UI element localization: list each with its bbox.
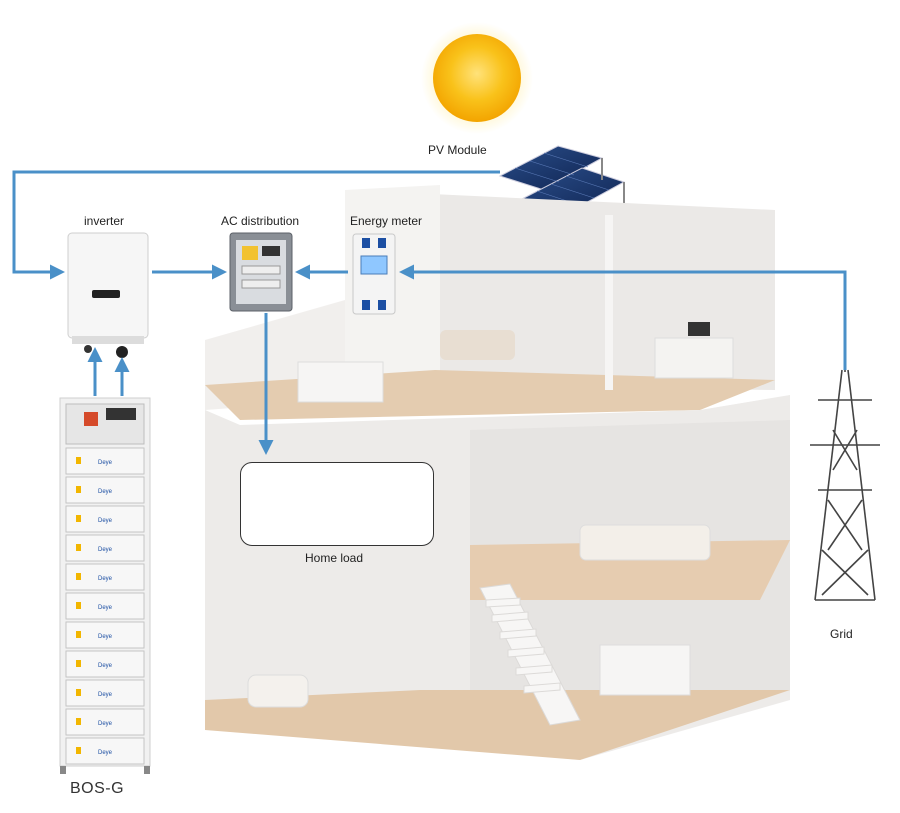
battery-module-indicator [76, 515, 81, 522]
energy-meter-label: Energy meter [350, 214, 423, 228]
battery-module-indicator [76, 457, 81, 464]
battery-brand-text: Deye [98, 576, 113, 582]
battery-brand-text: Deye [98, 721, 113, 727]
armchair-icon [247, 674, 309, 708]
energy-meter-device [352, 233, 396, 315]
battery-module-indicator [76, 544, 81, 551]
sofa-upper [440, 330, 515, 360]
inverter-label: inverter [84, 214, 125, 228]
battery-module-indicator [76, 602, 81, 609]
house-cutaway [205, 185, 790, 760]
home-load-label: Home load [305, 551, 364, 565]
battery-brand-text: Deye [98, 489, 113, 495]
battery-module-indicator [76, 689, 81, 696]
battery-module-indicator [76, 573, 81, 580]
battery-brand-text: Deye [98, 518, 113, 524]
battery-module-indicator [76, 486, 81, 493]
energy-flow-lines [12, 170, 847, 455]
ac-distribution-box [229, 232, 293, 312]
flow-pv-to-inverter [12, 170, 500, 280]
flow-grid-to-meter [399, 264, 847, 370]
battery-rack: DeyeDeyeDeyeDeyeDeyeDeyeDeyeDeyeDeyeDeye… [59, 397, 151, 774]
ac-distribution-label: AC distribution [221, 214, 300, 228]
battery-module-indicator [76, 631, 81, 638]
home-load-frame [240, 462, 434, 546]
grid-label: Grid [830, 627, 853, 641]
grid-transmission-tower [810, 350, 880, 601]
battery-brand-text: Deye [98, 634, 113, 640]
bed-icon [579, 524, 711, 561]
desk-icon [599, 644, 691, 696]
sun-icon [421, 22, 533, 134]
tv-cabinet [654, 337, 734, 379]
battery-brand-text: Deye [98, 750, 113, 756]
battery-brand-text: Deye [98, 547, 113, 553]
battery-brand-text: Deye [98, 605, 113, 611]
battery-module [65, 505, 145, 533]
inverter-device [67, 232, 149, 358]
battery-brand-text: Deye [98, 663, 113, 669]
battery-module-indicator [76, 747, 81, 754]
battery-module-indicator [76, 660, 81, 667]
battery-module-indicator [76, 718, 81, 725]
battery-label: BOS-G [70, 780, 125, 797]
tv-icon [688, 322, 710, 336]
kitchen-counter [297, 361, 384, 403]
battery-brand-text: Deye [98, 692, 113, 698]
pv-module-label: PV Module [428, 143, 487, 157]
battery-brand-text: Deye [98, 460, 113, 466]
